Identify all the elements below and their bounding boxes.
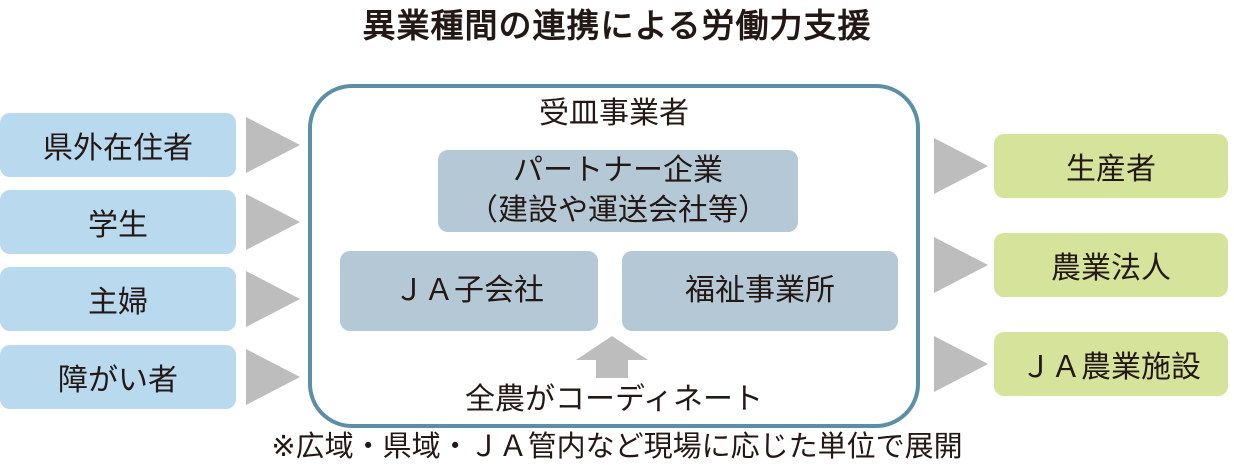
ja-subsidiary-box: ＪＡ子会社 <box>340 251 598 331</box>
right-arrow-icon <box>934 336 988 392</box>
source-box: 県外在住者 <box>0 113 236 177</box>
source-box: 学生 <box>0 190 236 254</box>
source-box: 主婦 <box>0 267 236 331</box>
welfare-office-box: 福祉事業所 <box>622 251 898 331</box>
source-label: 主婦 <box>88 285 148 320</box>
target-box: 農業法人 <box>994 233 1228 297</box>
right-arrow-icon <box>246 117 300 173</box>
up-arrow-icon <box>576 336 648 378</box>
right-arrow-icon <box>246 194 300 250</box>
target-label: ＪＡ農業施設 <box>1021 350 1201 385</box>
partner-companies-label: パートナー企業 <box>513 153 723 188</box>
target-box: ＪＡ農業施設 <box>994 332 1228 396</box>
host-operator-title: 受皿事業者 <box>539 96 689 131</box>
source-label: 学生 <box>88 208 148 243</box>
footnote: ※広域・県域・ＪＡ管内など現場に応じた単位で展開 <box>271 429 963 463</box>
right-arrow-icon <box>246 271 300 327</box>
diagram-title: 異業種間の連携による労働力支援 <box>362 6 872 45</box>
right-arrow-icon <box>934 138 988 194</box>
right-arrow-icon <box>246 349 300 405</box>
welfare-office-label: 福祉事業所 <box>685 273 835 308</box>
partner-companies-box: パートナー企業 （建設や運送会社等） <box>438 150 798 232</box>
ja-subsidiary-label: ＪＡ子会社 <box>394 273 544 308</box>
source-label: 県外在住者 <box>43 131 193 166</box>
target-label: 農業法人 <box>1051 251 1171 286</box>
source-box: 障がい者 <box>0 345 236 409</box>
right-arrow-icon <box>934 237 988 293</box>
target-label: 生産者 <box>1066 152 1156 187</box>
target-box: 生産者 <box>994 134 1228 198</box>
coordinator-label: 全農がコーディネート <box>465 382 763 417</box>
partner-companies-detail: （建設や運送会社等） <box>468 193 768 228</box>
source-label: 障がい者 <box>58 363 178 398</box>
